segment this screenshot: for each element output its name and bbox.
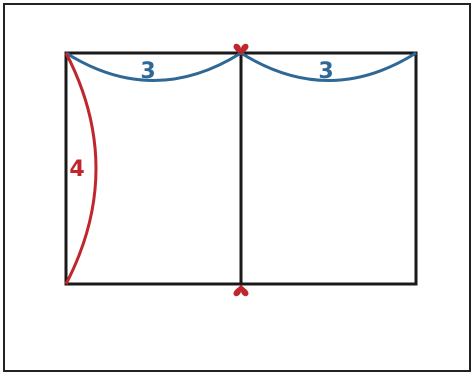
left-arc <box>64 52 98 285</box>
top-right-arc <box>240 51 417 82</box>
top-left-arc-label: 3 <box>140 59 155 84</box>
top-heart-marker <box>233 43 249 55</box>
top-right-arc-label: 3 <box>318 59 333 84</box>
left-arc-label: 4 <box>69 157 84 182</box>
bottom-heart-marker <box>233 285 249 297</box>
top-left-arc <box>65 51 242 82</box>
